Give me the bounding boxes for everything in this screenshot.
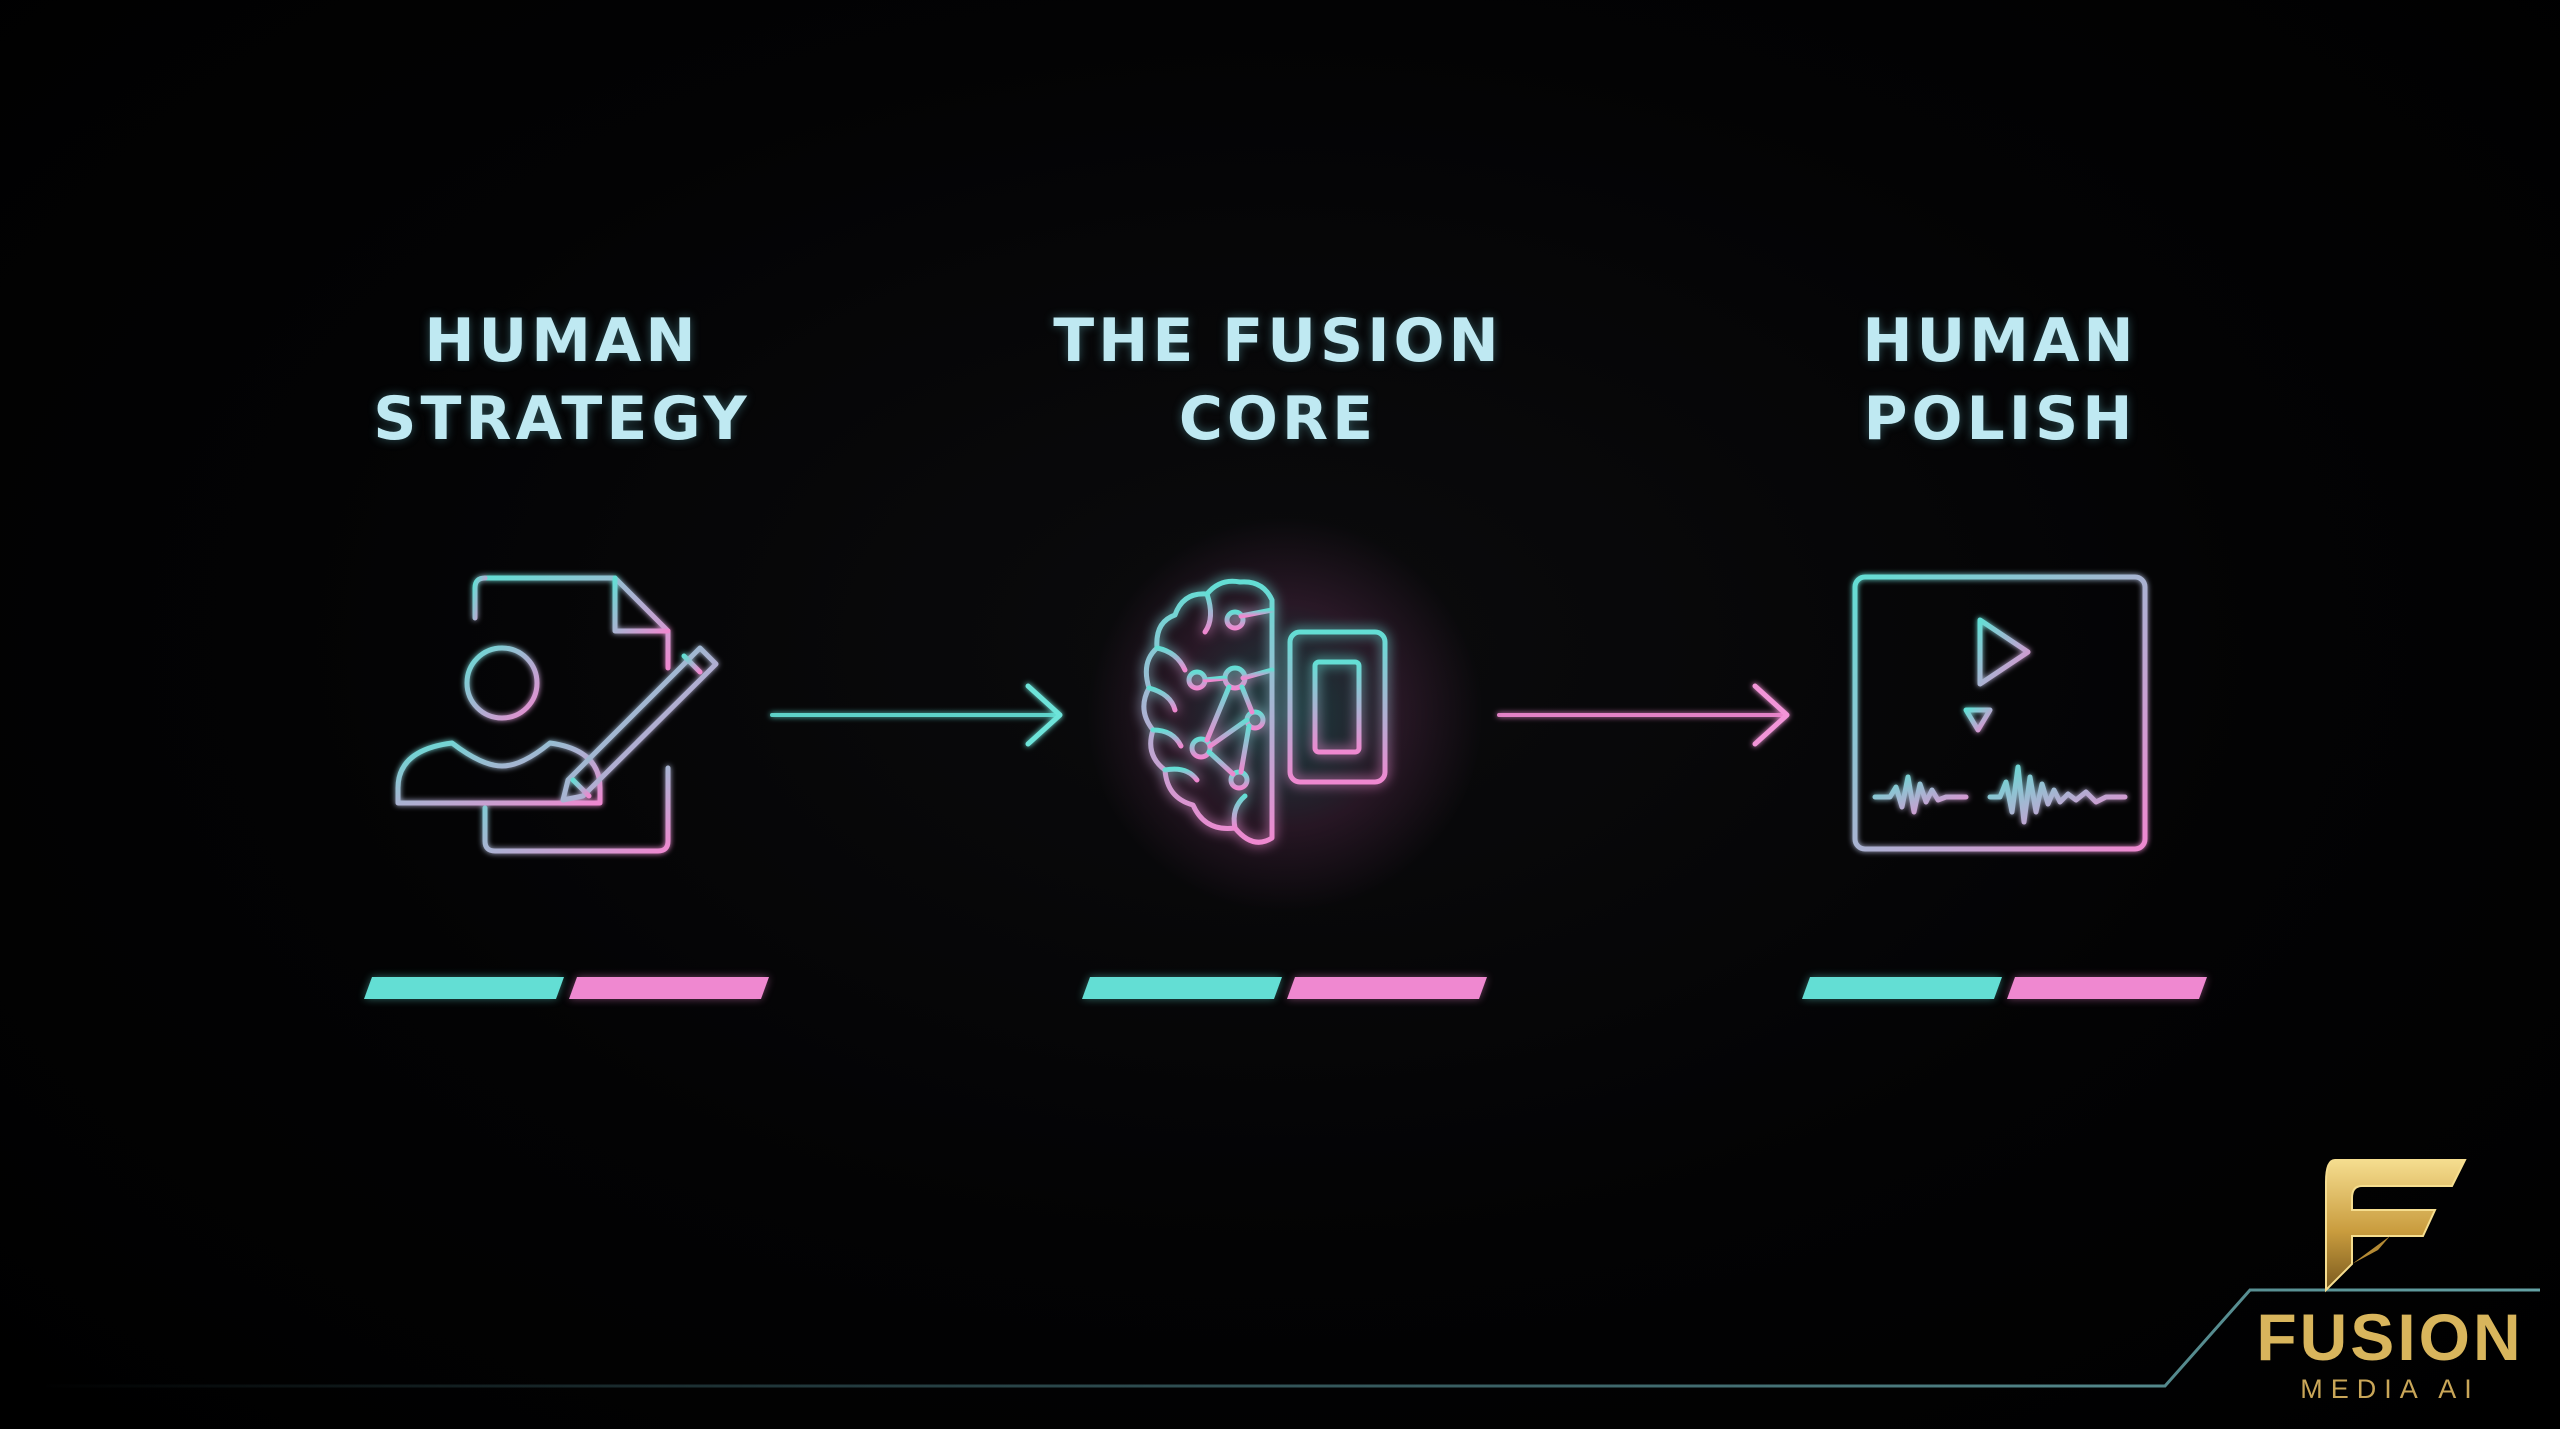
arrow-right-icon [1497,680,1797,754]
step-accent-bars [363,977,770,999]
fusion-media-ai-logo: FUSION MEDIA AI [2240,1140,2540,1410]
arrow-right-icon [770,680,1070,754]
logo-subtitle: MEDIA AI [2300,1374,2480,1404]
step-title-line1: HUMAN [1862,306,2138,376]
video-editor-icon [1850,572,2150,858]
accent-bar-pink [2006,977,2208,999]
accent-bar-teal [1081,977,1283,999]
accent-bar-pink [568,977,770,999]
step-title-line1: HUMAN [424,306,700,376]
brain-chip-icon [1135,570,1435,860]
step-title-fusion-core: THE FUSION CORE [998,302,1558,458]
accent-bar-teal [363,977,565,999]
accent-bar-pink [1286,977,1488,999]
accent-bar-teal [1801,977,2003,999]
logo-wordmark: FUSION [2256,1300,2524,1374]
fusion-f-logo-icon [2325,1159,2467,1293]
step-title-line2: STRATEGY [373,384,751,454]
core-glow [1085,515,1485,915]
step-title-line1: THE FUSION [1053,306,1503,376]
document-person-pen-icon [390,568,740,858]
baseline-trace [0,1260,2560,1414]
step-title-human-strategy: HUMAN STRATEGY [282,302,842,458]
step-title-line2: POLISH [1863,384,2137,454]
step-title-line2: CORE [1178,384,1378,454]
step-title-human-polish: HUMAN POLISH [1720,302,2280,458]
step-accent-bars [1801,977,2208,999]
step-accent-bars [1081,977,1488,999]
